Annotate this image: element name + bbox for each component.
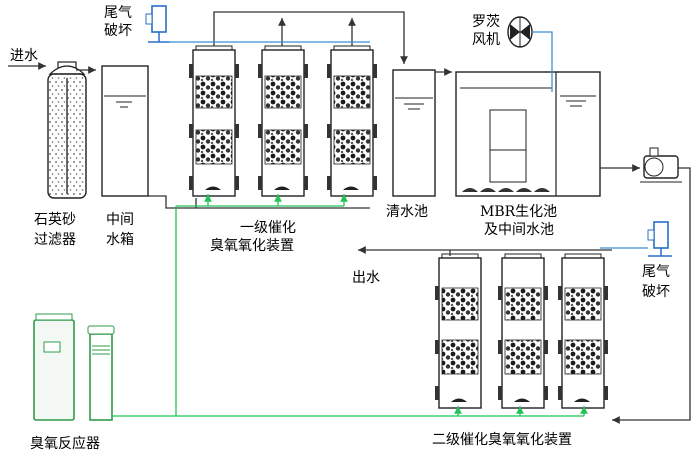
label-tail-gas-top-2: 破坏 xyxy=(104,23,132,39)
pump xyxy=(640,147,682,183)
label-mid-tank-1: 中间 xyxy=(106,212,134,228)
label-stage1-2: 臭氧氧化装置 xyxy=(210,238,294,254)
label-inlet: 进水 xyxy=(10,48,38,64)
air-pipeline xyxy=(166,31,648,249)
intermediate-tank xyxy=(101,65,149,197)
quartz-sand-filter xyxy=(47,61,87,199)
label-clear-pool: 清水池 xyxy=(386,204,428,220)
mbr-tank xyxy=(455,71,601,197)
stage1-column-3 xyxy=(327,45,377,197)
label-tail-gas-right-1: 尾气 xyxy=(642,264,670,280)
roots-blower xyxy=(507,16,533,48)
label-quartz-2: 过滤器 xyxy=(34,232,76,248)
water-pipeline xyxy=(8,11,691,424)
stage2-column-3 xyxy=(558,253,608,409)
label-ozone-reactor: 臭氧反应器 xyxy=(30,435,100,452)
ozone-pipeline xyxy=(112,194,588,417)
stage1-column-1 xyxy=(189,45,239,197)
stage2-column-2 xyxy=(498,253,548,409)
clear-water-pool xyxy=(392,69,436,197)
label-quartz-1: 石英砂 xyxy=(34,211,76,228)
label-tail-gas-top-1: 尾气 xyxy=(104,5,132,21)
tail-gas-destructor-top xyxy=(145,5,170,43)
label-stage1-1: 一级催化 xyxy=(240,220,296,236)
label-roots-1: 罗茨 xyxy=(472,14,500,30)
label-stage2: 二级催化臭氧氧化装置 xyxy=(432,432,572,448)
label-mbr-1: MBR生化池 xyxy=(480,204,557,220)
stage1-column-2 xyxy=(258,45,308,197)
label-mid-tank-2: 水箱 xyxy=(106,232,134,248)
tail-gas-destructor-right xyxy=(647,221,672,257)
ozone-reactor xyxy=(33,313,115,421)
label-mbr-2: 及中间水池 xyxy=(484,222,554,238)
label-roots-2: 风机 xyxy=(472,32,500,48)
stage2-column-1 xyxy=(435,253,482,409)
label-outlet: 出水 xyxy=(352,270,380,286)
label-tail-gas-right-2: 破坏 xyxy=(642,284,670,300)
